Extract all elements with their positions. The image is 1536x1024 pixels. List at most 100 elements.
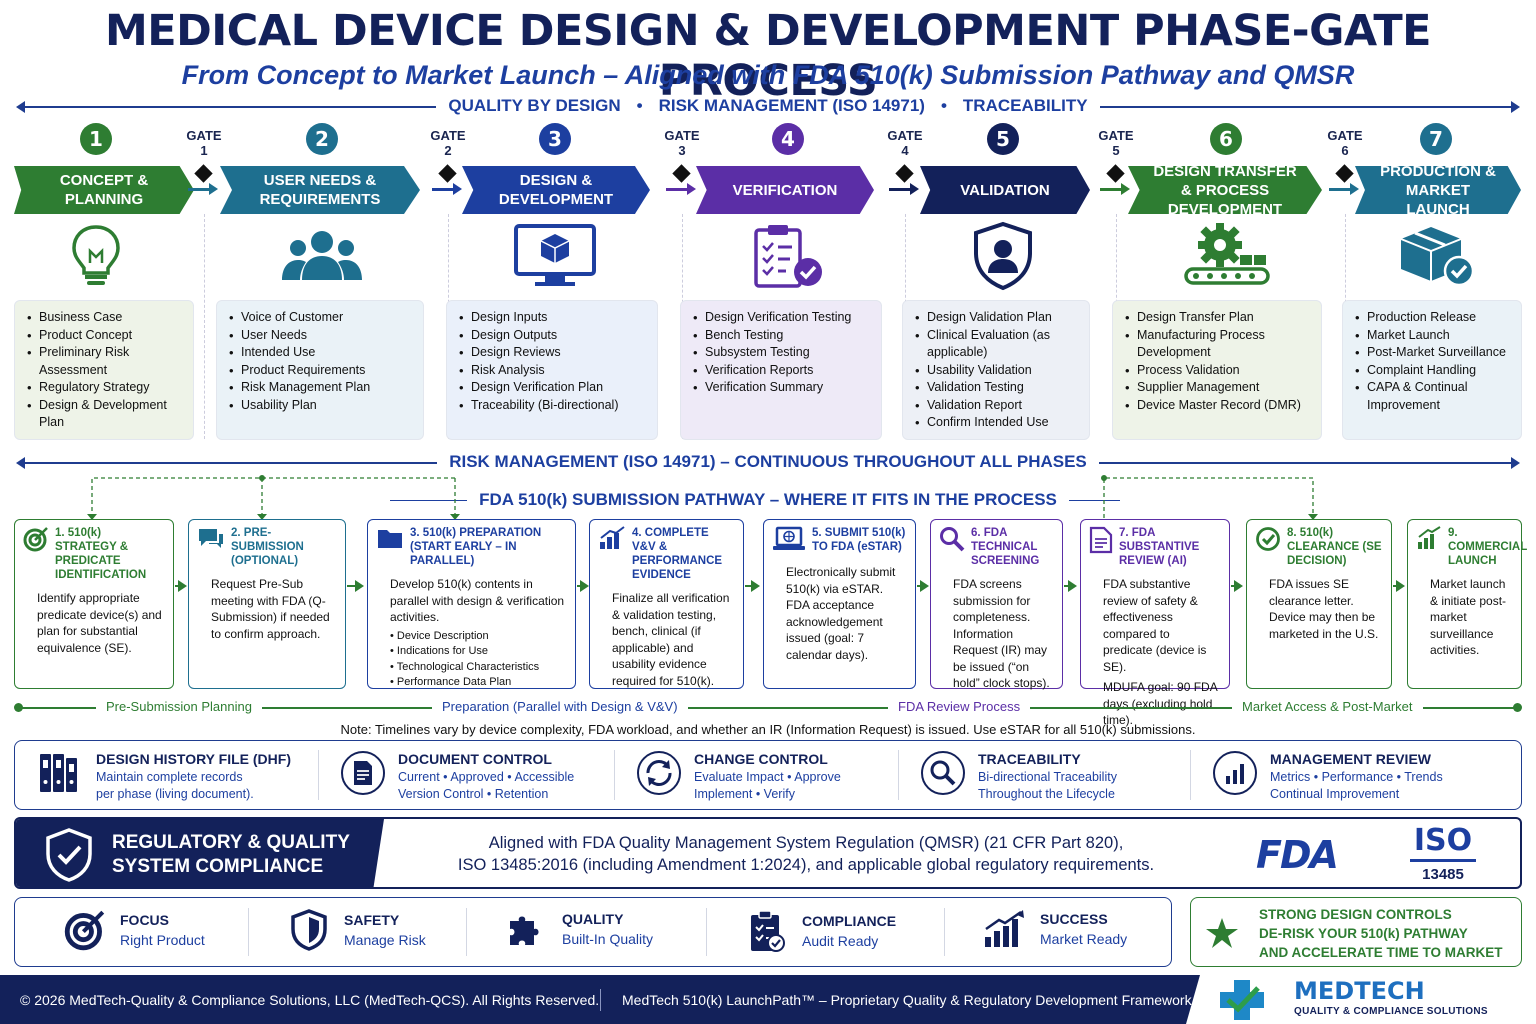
phase-activity: Verification Reports bbox=[689, 362, 873, 380]
gate-diamond[interactable] bbox=[1106, 164, 1125, 183]
phase-title: CONCEPT & PLANNING bbox=[59, 172, 149, 208]
phase-chevron[interactable]: PRODUCTION & MARKET LAUNCH bbox=[1355, 166, 1521, 214]
phase-activity: Design Outputs bbox=[455, 327, 649, 345]
folder-icon bbox=[376, 526, 404, 568]
phase-activity: Market Launch bbox=[1351, 327, 1513, 345]
gate-diamond[interactable] bbox=[438, 164, 457, 183]
quality-tool[interactable]: MANAGEMENT REVIEW Metrics • Performance … bbox=[1212, 750, 1443, 803]
phase-chevron[interactable]: DESIGN & DEVELOPMENT bbox=[462, 166, 650, 214]
phase-chevron[interactable]: CONCEPT & PLANNING bbox=[14, 166, 194, 214]
quality-tool-line: Continual Improvement bbox=[1270, 787, 1400, 801]
gate-number: 3 bbox=[678, 143, 686, 158]
pathway-connectors bbox=[87, 475, 1318, 520]
phase-chevron[interactable]: DESIGN TRANSFER & PROCESS DEVELOPMENT bbox=[1128, 166, 1322, 214]
phase-chevron[interactable]: USER NEEDS & REQUIREMENTS bbox=[220, 166, 420, 214]
page-subtitle: From Concept to Market Launch – Aligned … bbox=[181, 60, 1355, 90]
value-title: QUALITY bbox=[562, 911, 624, 927]
tool-divider bbox=[318, 750, 319, 800]
phase-number-badge: 7 bbox=[1420, 123, 1452, 155]
quality-tool[interactable]: CHANGE CONTROL Evaluate Impact • Approve… bbox=[636, 750, 841, 803]
gate-label-text: GATE bbox=[1098, 128, 1134, 143]
pathway-step-title: 2. PRE-SUBMISSION (OPTIONAL) bbox=[231, 527, 304, 567]
phase-activity: Product Requirements bbox=[225, 362, 415, 380]
timeline-start-dot bbox=[14, 703, 23, 712]
magnifier-icon bbox=[939, 526, 965, 568]
pathway-step[interactable]: 2. PRE-SUBMISSION (OPTIONAL)Request Pre-… bbox=[188, 519, 346, 689]
quality-tool-text: DESIGN HISTORY FILE (DHF) Maintain compl… bbox=[96, 750, 291, 803]
timeline-label: Market Access & Post-Market bbox=[1232, 699, 1423, 714]
pathway-arrow bbox=[1393, 580, 1405, 592]
phase-activities-card: Design Verification TestingBench Testing… bbox=[680, 300, 882, 440]
pathway-step[interactable]: 3. 510(k) PREPARATION (START EARLY – IN … bbox=[367, 519, 576, 689]
pathway-step[interactable]: 8. 510(k) CLEARANCE (SE DECISION)FDA iss… bbox=[1246, 519, 1392, 689]
value-text: COMPLIANCE Audit Ready bbox=[802, 913, 896, 949]
shield-icon bbox=[286, 909, 332, 951]
pathway-step-description: Identify appropriate predicate device(s)… bbox=[37, 591, 162, 655]
puzzle-icon bbox=[504, 909, 550, 949]
connector-arrowhead bbox=[450, 514, 460, 520]
phase-activities-card: Design Validation PlanClinical Evaluatio… bbox=[902, 300, 1090, 440]
phase-number-badge: 4 bbox=[772, 123, 804, 155]
phase-chevron[interactable]: VERIFICATION bbox=[696, 166, 874, 214]
chart-icon bbox=[1212, 750, 1258, 801]
phase-activity: Design Verification Testing bbox=[689, 309, 873, 327]
callout-box: STRONG DESIGN CONTROLS DE-RISK YOUR 510(… bbox=[1190, 897, 1522, 967]
page-title: MEDICAL DEVICE DESIGN & DEVELOPMENT PHAS… bbox=[104, 6, 1432, 106]
value-text: FOCUS Right Product bbox=[120, 912, 205, 948]
gate-arrow bbox=[432, 183, 462, 195]
phase-activity: Validation Testing bbox=[911, 379, 1081, 397]
quality-tool-line: Current • Approved • Accessible bbox=[398, 770, 575, 784]
pathway-title-wrap: FDA 510(k) SUBMISSION PATHWAY – WHERE IT… bbox=[0, 490, 1536, 510]
phase-activities-card: Design Transfer PlanManufacturing Proces… bbox=[1112, 300, 1322, 440]
gate-diamond[interactable] bbox=[895, 164, 914, 183]
pathway-step[interactable]: 1. 510(k) STRATEGY & PREDICATE IDENTIFIC… bbox=[14, 519, 174, 689]
pathway-step[interactable]: 5. SUBMIT 510(k) TO FDA (eSTAR)Electroni… bbox=[763, 519, 916, 689]
growth-bars-icon bbox=[1416, 526, 1442, 568]
value-text: QUALITY Built-In Quality bbox=[562, 911, 653, 947]
pathway-step-title: 7. FDA SUBSTANTIVE REVIEW (AI) bbox=[1119, 527, 1200, 567]
quality-tool[interactable]: DOCUMENT CONTROL Current • Approved • Ac… bbox=[340, 750, 574, 803]
clipboard-check-icon bbox=[738, 220, 838, 292]
value-title: SUCCESS bbox=[1040, 911, 1108, 927]
phase-activity: Risk Management Plan bbox=[225, 379, 415, 397]
quality-tool-line: Maintain complete records bbox=[96, 770, 243, 784]
phase-title: VALIDATION bbox=[960, 181, 1050, 199]
gate-arrow bbox=[666, 183, 696, 195]
quality-tool-text: DOCUMENT CONTROL Current • Approved • Ac… bbox=[398, 750, 574, 803]
phase-activity: Complaint Handling bbox=[1351, 362, 1513, 380]
pathway-step-description: FDA screens submission for completeness.… bbox=[953, 577, 1050, 690]
gate-diamond[interactable] bbox=[672, 164, 691, 183]
refresh-icon bbox=[636, 750, 682, 801]
pathway-step[interactable]: 7. FDA SUBSTANTIVE REVIEW (AI)FDA substa… bbox=[1080, 519, 1230, 727]
pathway-arrow bbox=[745, 580, 760, 592]
value-title: SAFETY bbox=[344, 912, 400, 928]
pathway-arrow bbox=[917, 580, 929, 592]
binders-icon bbox=[38, 750, 84, 801]
gate-diamond[interactable] bbox=[194, 164, 213, 183]
quality-tool[interactable]: TRACEABILITY Bi-directional Traceability… bbox=[920, 750, 1117, 803]
timeline-label: Pre-Submission Planning bbox=[96, 699, 262, 714]
pathway-step-title: 4. COMPLETE V&V & PERFORMANCE EVIDENCE bbox=[632, 527, 723, 581]
pathway-step-body: Electronically submit 510(k) via eSTAR. … bbox=[772, 564, 907, 663]
pathway-step-title: 9. COMMERCIAL LAUNCH bbox=[1448, 527, 1528, 567]
shield-check-icon bbox=[46, 828, 92, 882]
pathway-step-body: Develop 510(k) contents in parallel with… bbox=[376, 576, 567, 691]
value-divider bbox=[248, 908, 249, 956]
iso-logo: ISO 13485 bbox=[1410, 823, 1476, 883]
pathway-step-bullet: Technological Characteristics bbox=[390, 660, 567, 676]
phase-activities-card: Voice of CustomerUser NeedsIntended UseP… bbox=[216, 300, 424, 440]
risk-banner-wrap: RISK MANAGEMENT (ISO 14971) – CONTINUOUS… bbox=[0, 452, 1536, 472]
timeline-line bbox=[18, 707, 1518, 709]
quality-tool[interactable]: DESIGN HISTORY FILE (DHF) Maintain compl… bbox=[38, 750, 291, 803]
gate-diamond[interactable] bbox=[1335, 164, 1354, 183]
phase-chevron[interactable]: VALIDATION bbox=[920, 166, 1090, 214]
clipboard-icon bbox=[744, 909, 790, 953]
connector-arrowhead bbox=[257, 514, 267, 520]
footer-copyright: © 2026 MedTech-Quality & Compliance Solu… bbox=[20, 992, 600, 1008]
